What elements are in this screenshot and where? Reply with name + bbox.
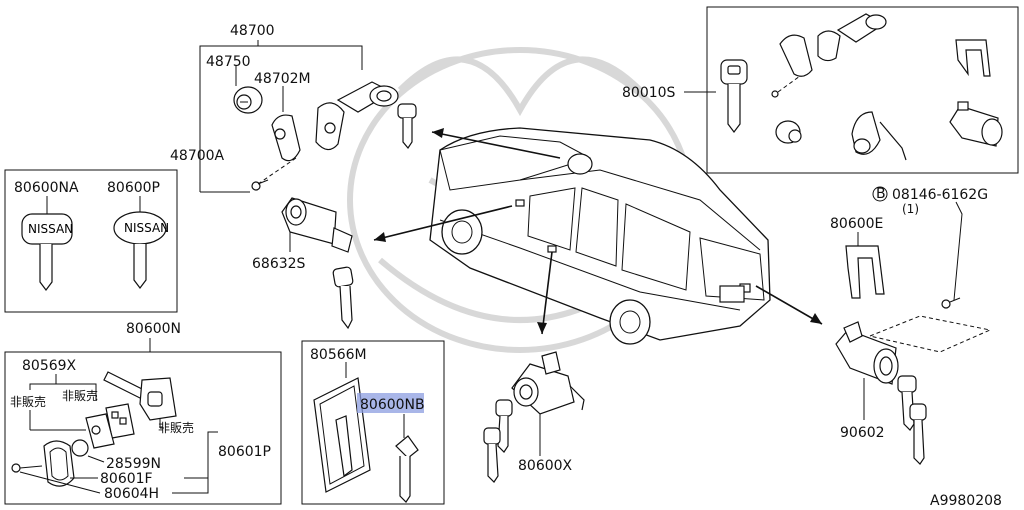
label-80566m: 80566M bbox=[310, 347, 367, 363]
screw-48700a bbox=[251, 157, 297, 191]
ignition-key bbox=[397, 103, 417, 150]
remote-key-box: 80600N 80569X 非販売 非販売 bbox=[4, 321, 282, 505]
label-28599n: 28599N bbox=[106, 456, 161, 472]
diagram-id: A9980208 bbox=[930, 493, 1002, 509]
back-key-2 bbox=[909, 403, 927, 465]
back-door-lock-group: B 08146-6162G (1) 80600E 90602 bbox=[830, 186, 992, 465]
transmitter-board bbox=[105, 403, 135, 439]
label-bolt-number: 08146-6162G bbox=[892, 187, 988, 203]
label-80600p: 80600P bbox=[107, 180, 160, 196]
lock-set-box: 80010S bbox=[622, 6, 1019, 174]
label-80600x: 80600X bbox=[518, 458, 573, 474]
label-80601f: 80601F bbox=[100, 471, 153, 487]
label-bolt-qty: (1) bbox=[902, 202, 919, 216]
label-48700a: 48700A bbox=[170, 148, 225, 164]
set-steering-lock bbox=[771, 13, 887, 98]
key-card-holder bbox=[313, 377, 371, 493]
label-not-for-sale-2: 非販売 bbox=[62, 388, 98, 403]
vehicle-outline bbox=[429, 127, 771, 345]
label-80600n: 80600N bbox=[126, 321, 181, 337]
key-brand-text: NISSAN bbox=[28, 222, 73, 236]
bracket-48702m bbox=[271, 102, 345, 162]
remote-key-blade bbox=[103, 371, 177, 421]
label-not-for-sale-1: 非販売 bbox=[10, 394, 46, 409]
label-80010s: 80010S bbox=[622, 85, 676, 101]
steering-lock-body bbox=[336, 81, 399, 113]
retainer-80600e bbox=[845, 245, 885, 299]
callout-arrows bbox=[373, 128, 823, 335]
label-48750: 48750 bbox=[206, 54, 251, 70]
trunk-lock-68632s: 68632S bbox=[252, 197, 354, 330]
trunk-key bbox=[332, 266, 354, 330]
key-cylinder-48750 bbox=[233, 86, 263, 114]
set-retainer-clip bbox=[955, 39, 991, 77]
master-key-box: 80600NA 80600P NISSAN NISSAN bbox=[4, 169, 178, 313]
label-80569x: 80569X bbox=[22, 358, 77, 374]
door-key-1 bbox=[495, 399, 513, 453]
door-lock-80600x: 80600X bbox=[483, 351, 585, 483]
label-80604h: 80604H bbox=[104, 486, 159, 502]
screw-remote bbox=[11, 463, 43, 473]
label-80601p: 80601P bbox=[218, 444, 271, 460]
key-brand-text-2: NISSAN bbox=[124, 221, 169, 235]
label-68632s: 68632S bbox=[252, 256, 306, 272]
label-80600na: 80600NA bbox=[14, 180, 79, 196]
label-48700: 48700 bbox=[230, 23, 275, 39]
set-key bbox=[720, 59, 748, 133]
label-80600e: 80600E bbox=[830, 216, 883, 232]
key-80600nb bbox=[395, 435, 419, 503]
label-not-for-sale-3: 非販売 bbox=[158, 420, 194, 435]
card-key-box: 80566M 80600NB bbox=[301, 340, 445, 505]
set-door-lock bbox=[851, 111, 907, 161]
highlight-80600nb bbox=[357, 393, 424, 413]
label-80600nb: 80600NB bbox=[360, 397, 425, 413]
battery-28599n bbox=[71, 439, 89, 457]
set-cylinder bbox=[775, 120, 802, 144]
label-90602: 90602 bbox=[840, 425, 885, 441]
label-48702m: 48702M bbox=[254, 71, 311, 87]
bolt-08146 bbox=[941, 297, 961, 309]
back-key-1 bbox=[897, 375, 917, 431]
door-key-2 bbox=[483, 427, 501, 483]
remote-case-inner bbox=[85, 413, 115, 449]
ignition-lock-group: 48700 48750 48702M 48700A bbox=[170, 23, 417, 193]
set-back-door-lock bbox=[949, 101, 1003, 147]
lock-cylinder-90602 bbox=[835, 321, 899, 385]
key-80600na: NISSAN bbox=[21, 213, 73, 291]
key-80600p: NISSAN bbox=[113, 211, 169, 289]
bolt-circle-letter: B bbox=[876, 186, 886, 202]
